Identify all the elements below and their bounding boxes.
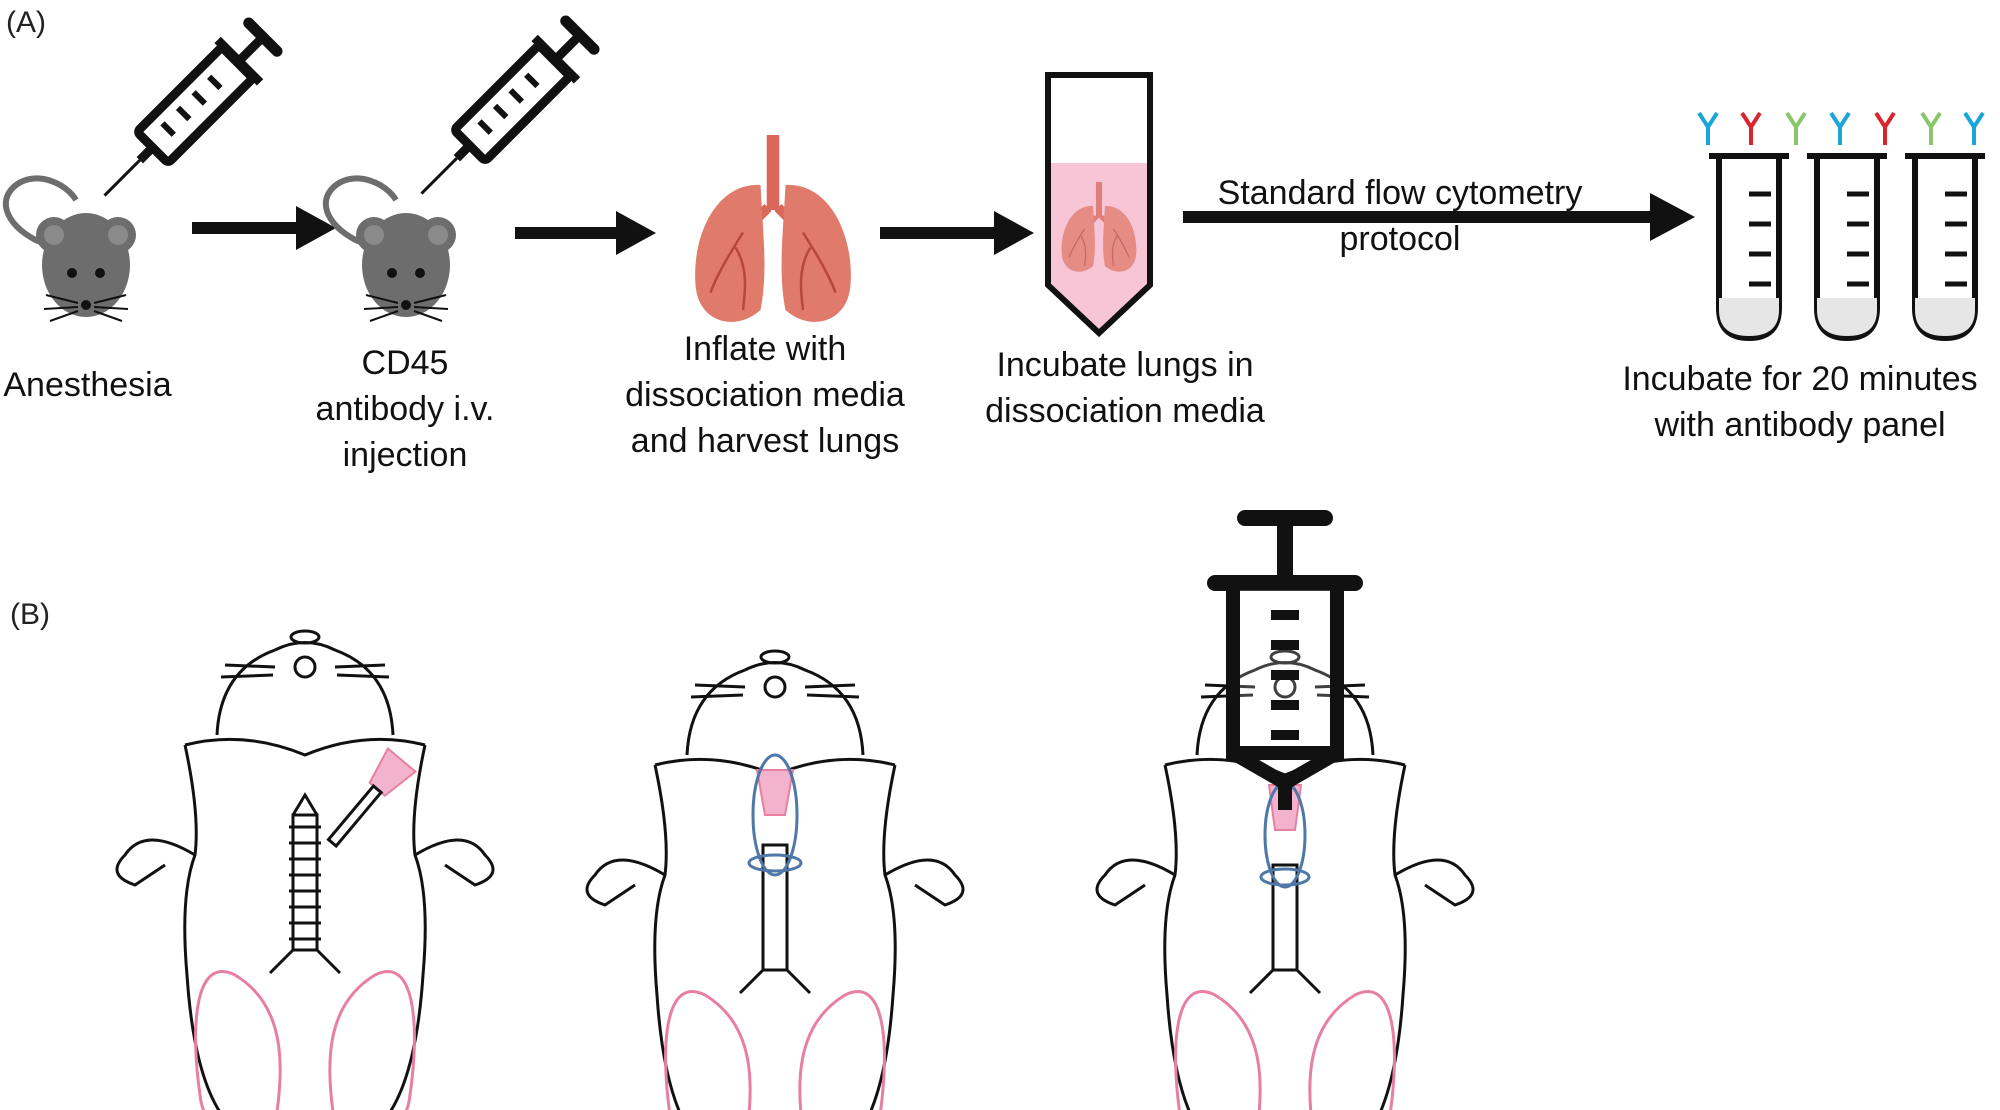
arrow-label-line: protocol bbox=[1339, 220, 1461, 258]
arrowhead bbox=[994, 211, 1034, 255]
conical-tube-icon bbox=[1045, 72, 1153, 338]
panel-a-label: (A) bbox=[6, 6, 46, 39]
caption-line: and harvest lungs bbox=[630, 422, 900, 460]
caption-inflate-harvest: Inflate with dissociation media and harv… bbox=[600, 326, 930, 464]
caption-incubate-lungs: Incubate lungs in dissociation media bbox=[960, 342, 1290, 434]
flow-tube-icon bbox=[1807, 156, 1887, 338]
cannula bbox=[326, 746, 418, 849]
arrow-label-flow-cytometry: Standard flow cytometry protocol bbox=[1180, 170, 1620, 262]
panel-b-label: (B) bbox=[10, 598, 50, 631]
caption-line: antibody i.v. bbox=[315, 390, 495, 428]
caption-anesthesia-text: Anesthesia bbox=[3, 366, 172, 404]
caption-line: Incubate for 20 minutes bbox=[1622, 360, 1978, 398]
arrowhead bbox=[1650, 193, 1695, 241]
trachea bbox=[268, 792, 342, 975]
suture bbox=[747, 753, 803, 877]
caption-line: Incubate lungs in bbox=[996, 346, 1254, 384]
flow-tube-icon bbox=[1709, 156, 1789, 338]
antibody-icon bbox=[1920, 111, 1942, 147]
antibody-icon bbox=[1697, 111, 1719, 147]
antibody-icon bbox=[1874, 111, 1896, 147]
caption-line: dissociation media bbox=[625, 376, 905, 414]
lungs-icon bbox=[695, 135, 851, 322]
syringe-icon bbox=[83, 16, 284, 217]
mouse-icon bbox=[326, 178, 456, 321]
antibody-icon bbox=[1785, 111, 1807, 147]
arrowhead bbox=[296, 206, 336, 250]
mouse-dissection-2 bbox=[585, 649, 965, 1110]
caption-line: injection bbox=[342, 436, 468, 474]
arrowhead bbox=[616, 211, 656, 255]
antibody-icon bbox=[1963, 111, 1985, 147]
antibody-icon bbox=[1829, 111, 1851, 147]
mouse-icon bbox=[6, 178, 136, 321]
caption-line: dissociation media bbox=[985, 392, 1265, 430]
caption-line: CD45 bbox=[361, 344, 449, 382]
caption-anesthesia: Anesthesia bbox=[0, 362, 175, 408]
caption-line: with antibody panel bbox=[1654, 406, 1946, 444]
mouse-dissection-1 bbox=[115, 629, 495, 1110]
mouse-dissection-3 bbox=[1095, 510, 1475, 1110]
syringe-icon bbox=[400, 14, 601, 215]
flow-tube-icon bbox=[1905, 156, 1985, 338]
caption-antibody-panel: Incubate for 20 minutes with antibody pa… bbox=[1600, 356, 2000, 448]
syringe-icon bbox=[1207, 510, 1363, 810]
antibody-icon bbox=[1740, 111, 1762, 147]
arrow-label-line: Standard flow cytometry bbox=[1217, 174, 1583, 212]
caption-line: Inflate with bbox=[683, 330, 847, 368]
caption-cd45-injection: CD45 antibody i.v. injection bbox=[300, 340, 510, 478]
